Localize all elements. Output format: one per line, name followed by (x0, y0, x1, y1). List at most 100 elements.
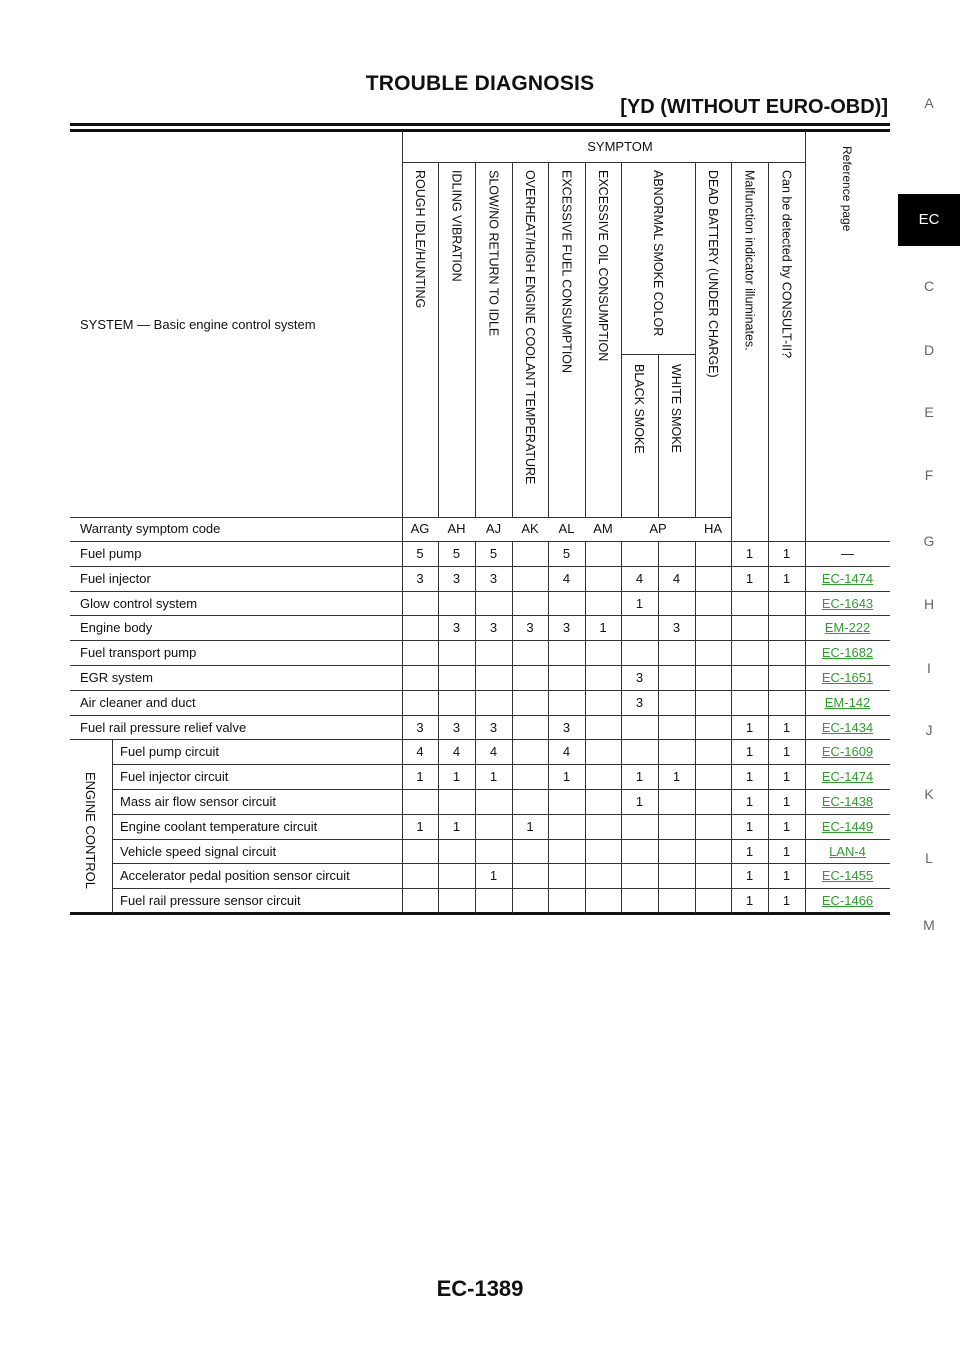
reference-link[interactable]: EM-222 (824, 620, 871, 636)
table-row-label: Engine coolant temperature circuit (120, 818, 318, 834)
table-row-label: Fuel pump (80, 546, 142, 561)
table-cell-value: 4 (416, 744, 424, 760)
table-cell-value: 1 (782, 794, 791, 809)
side-tab-c[interactable]: C (923, 278, 935, 294)
row-line (70, 665, 890, 666)
reference-link[interactable]: EC-1682 (821, 645, 874, 661)
table-row-label: Fuel pump circuit (120, 744, 219, 760)
table-cell-value: 1 (489, 769, 498, 785)
table-row-label: Accelerator pedal position sensor circui… (120, 868, 350, 884)
col-header-1: ROUGH IDLE/HUNTING (413, 170, 427, 309)
reference-value: — (841, 546, 854, 561)
warranty-code: AH (447, 521, 466, 536)
reference-link[interactable]: EC-1455 (821, 868, 874, 884)
reference-link[interactable]: EM-142 (824, 694, 871, 710)
warranty-code: AP (649, 521, 667, 536)
side-tab-h[interactable]: H (923, 596, 935, 612)
row-line (112, 764, 890, 766)
side-tab-d[interactable]: D (923, 342, 935, 358)
col-header-3: SLOW/NO RETURN TO IDLE (486, 170, 501, 337)
col-line (658, 354, 659, 517)
table-row-label: Engine body (80, 620, 153, 636)
warranty-code: AJ (485, 521, 502, 536)
table-cell-value: 4 (452, 744, 461, 760)
side-tab-j[interactable]: J (925, 722, 933, 738)
side-tab-i[interactable]: I (927, 660, 931, 676)
table-cell-value: 3 (489, 620, 498, 636)
warranty-code: AG (410, 521, 430, 536)
table-cell-value: 3 (562, 620, 571, 636)
table-row-label: Air cleaner and duct (80, 694, 196, 710)
col-line (805, 131, 806, 913)
table-cell-value: 1 (745, 893, 754, 909)
table-cell-value: 1 (562, 769, 571, 785)
engine-control-divider (112, 739, 113, 913)
reference-link[interactable]: EC-1438 (821, 794, 874, 809)
side-tab-m[interactable]: M (923, 917, 935, 933)
col-header-5: EXCESSIVE FUEL CONSUMPTION (559, 170, 574, 374)
table-cell-value: 4 (562, 744, 571, 760)
table-cell-value: 1 (745, 818, 754, 834)
side-tab-l[interactable]: L (925, 850, 933, 866)
side-tab-f[interactable]: F (924, 467, 934, 483)
table-cell-value: 3 (416, 719, 424, 735)
row-line (70, 689, 890, 691)
side-tab-a[interactable]: A (924, 95, 934, 111)
table-cell-value: 1 (635, 769, 644, 785)
smoke-sub-header-2: WHITE SMOKE (669, 364, 683, 453)
col-line (475, 541, 476, 913)
smoke-sub-header-1: BLACK SMOKE (632, 364, 646, 454)
table-cell-value: 5 (452, 546, 461, 561)
col-line (621, 162, 622, 517)
table-cell-value: 3 (416, 570, 424, 586)
reference-link[interactable]: EC-1651 (821, 670, 874, 685)
col-line (438, 162, 439, 517)
table-cell-value: 4 (672, 570, 681, 586)
side-tab-g[interactable]: G (923, 533, 935, 549)
table-cell-value: 1 (416, 818, 424, 834)
table-cell-value: 3 (526, 620, 534, 636)
table-cell-value: 1 (782, 818, 791, 834)
col-header-9: Malfunction indicator illuminates. (742, 170, 757, 351)
symptom-header: SYMPTOM (587, 139, 653, 154)
reference-page-header: Reference page (840, 146, 854, 232)
table-cell-value: 1 (745, 744, 754, 760)
table-cell-value: 1 (782, 868, 791, 884)
col-line (402, 131, 403, 913)
engine-control-label: ENGINE CONTROL (83, 772, 98, 890)
row-line (70, 714, 890, 716)
reference-link[interactable]: EC-1466 (821, 893, 874, 909)
table-row-label: Fuel injector circuit (120, 769, 229, 785)
col-line (512, 541, 513, 913)
reference-link[interactable]: EC-1643 (821, 595, 874, 611)
table-cell-value: 1 (526, 818, 534, 834)
table-cell-value: 3 (672, 620, 681, 636)
reference-link[interactable]: LAN-4 (829, 843, 866, 859)
reference-link[interactable]: EC-1609 (821, 744, 874, 760)
col-line (548, 162, 549, 517)
reference-link[interactable]: EC-1449 (821, 818, 874, 834)
row-line (70, 640, 890, 642)
col-line (768, 162, 769, 913)
row-line (112, 789, 890, 790)
row-line (112, 813, 890, 815)
warranty-code: AM (593, 521, 613, 536)
row-line (70, 739, 890, 741)
warranty-code: AL (558, 521, 575, 536)
col-header-7: ABNORMAL SMOKE COLOR (651, 170, 665, 337)
reference-link[interactable]: EC-1474 (821, 769, 874, 785)
reference-link[interactable]: EC-1434 (821, 719, 874, 735)
side-tab-ec[interactable]: EC (898, 194, 960, 246)
col-header-10: Can be detected by CONSULT-II? (779, 170, 794, 359)
side-tab-k[interactable]: K (924, 786, 934, 802)
table-cell-value: 1 (416, 769, 424, 785)
col-header-2: IDLING VIBRATION (449, 170, 464, 282)
table-cell-value: 1 (635, 595, 644, 611)
table-cell-value: 1 (452, 769, 461, 785)
reference-link[interactable]: EC-1474 (821, 570, 874, 586)
side-tab-e[interactable]: E (924, 404, 934, 420)
row-line (70, 590, 890, 592)
table-cell-value: 5 (562, 546, 571, 561)
col-header-6: EXCESSIVE OIL CONSUMPTION (596, 170, 610, 362)
table-cell-value: 4 (635, 570, 644, 586)
